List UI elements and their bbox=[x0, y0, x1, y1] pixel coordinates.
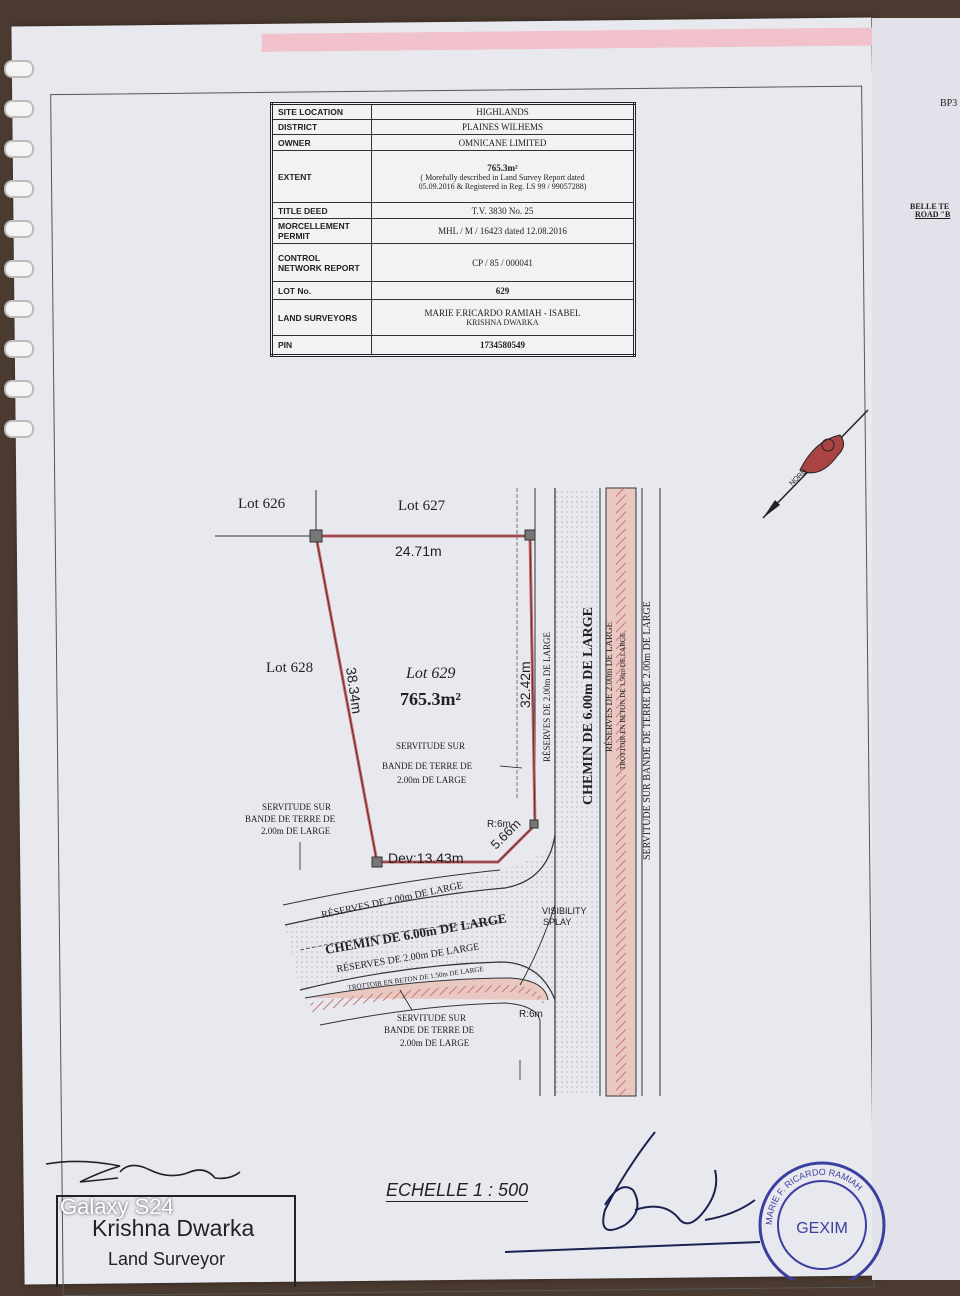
surveyor-name: Krishna Dwarka bbox=[92, 1215, 255, 1241]
dim-top: 24.71m bbox=[395, 543, 442, 559]
row-value-line: 05.09.2016 & Registered in Reg. LS 99 / … bbox=[418, 181, 587, 191]
stamp-text: GEXIM bbox=[796, 1220, 848, 1237]
row-value-line: CP / 85 / 000041 bbox=[472, 257, 533, 268]
boundary-stone bbox=[371, 856, 383, 868]
reserve-right-label: RÉSERVES DE 2.00m DE LARGE bbox=[542, 631, 552, 762]
table-row: PIN 1734580549 bbox=[271, 335, 635, 356]
corner-radius-2: R:6m bbox=[519, 1009, 543, 1020]
dim-left: 38.34m bbox=[343, 666, 365, 714]
servitude-1-line2: BANDE DE TERRE DE bbox=[382, 761, 473, 771]
visibility-line1: VISIBILITY bbox=[542, 906, 587, 916]
servitude-1-line1: SERVITUDE SUR bbox=[396, 741, 465, 751]
corner-radius: R:6m bbox=[487, 819, 511, 830]
surveyor-block: Krishna Dwarka Land Surveyor bbox=[56, 1195, 296, 1287]
north-label: NORD bbox=[789, 468, 809, 487]
row-value-line: MARIE F.RICARDO RAMIAH - ISABEL bbox=[424, 308, 581, 318]
servitude-2-line3: 2.00m DE LARGE bbox=[261, 826, 331, 836]
row-value-line: 1734580549 bbox=[480, 340, 525, 350]
lot-628-label: Lot 628 bbox=[266, 660, 313, 676]
scale-label: ECHELLE 1 : 500 bbox=[386, 1180, 529, 1202]
table-row: LAND SURVEYORS MARIE F.RICARDO RAMIAH - I… bbox=[271, 299, 635, 336]
row-label: CONTROL NETWORK REPORT bbox=[271, 243, 372, 282]
lot-629-label: Lot 629 bbox=[405, 665, 455, 682]
adjacent-page bbox=[872, 18, 960, 1280]
boundary-stone bbox=[309, 529, 323, 543]
servitude-vertical-label: SERVITUDE SUR BANDE DE TERRE DE 2.00m DE… bbox=[642, 601, 653, 860]
servitude-2-line1: SERVITUDE SUR bbox=[262, 802, 331, 812]
camera-watermark: Galaxy S24 bbox=[60, 1194, 174, 1219]
row-value-line: KRISHNA DWARKA bbox=[466, 318, 539, 327]
binder-rings bbox=[4, 60, 34, 1160]
dim-right: 32.42m bbox=[517, 661, 533, 708]
row-value-line: 765.3m² bbox=[487, 162, 518, 173]
chemin-vertical-label: CHEMIN DE 6.00m DE LARGE bbox=[581, 607, 596, 805]
road-vertical bbox=[555, 490, 600, 1095]
servitude-3-line2: BANDE DE TERRE DE bbox=[384, 1025, 475, 1035]
row-value-line: HIGHLANDS bbox=[476, 107, 529, 117]
road-label-2: ROAD "B bbox=[915, 210, 951, 219]
row-value-line: PLAINES WILHEMS bbox=[461, 122, 544, 132]
row-value: 1734580549 bbox=[371, 335, 635, 356]
gexim-stamp: MARIE F. RICARDO RAMIAH GEXIM bbox=[758, 1161, 886, 1280]
row-value-line: 629 bbox=[495, 285, 510, 296]
row-value: 765.3m²( Morefully described in Land Sur… bbox=[371, 150, 635, 203]
reserve-road-vertical-label: RÉSERVES DE 2.00m DE LARGE bbox=[604, 621, 614, 752]
second-signature bbox=[505, 1131, 761, 1253]
boundary-stone bbox=[524, 529, 536, 541]
surveyor-title: Land Surveyor bbox=[108, 1249, 226, 1269]
row-value: MHL / M / 16423 dated 12.08.2016 bbox=[371, 218, 635, 244]
row-label: MORCELLEMENT PERMIT bbox=[271, 218, 372, 244]
servitude-3-line1: SERVITUDE SUR bbox=[397, 1013, 466, 1023]
servitude-1-line3: 2.00m DE LARGE bbox=[397, 775, 467, 785]
table-row: CONTROL NETWORK REPORT CP / 85 / 000041 bbox=[271, 243, 635, 282]
row-value-line: MHL / M / 16423 dated 12.08.2016 bbox=[438, 226, 567, 236]
row-value-line: T.V. 3830 No. 25 bbox=[471, 205, 534, 216]
sheet-code: BP3 bbox=[940, 98, 958, 109]
lot-area: 765.3m² bbox=[400, 689, 461, 709]
row-value-line: ( Morefully described in Land Survey Rep… bbox=[420, 172, 585, 182]
trottoir-vertical-label: TROTTOIR EN BETON DE 1.50m DE LARGE bbox=[619, 633, 627, 770]
table-row: LOT No.629 bbox=[271, 281, 635, 300]
lot-626-label: Lot 626 bbox=[238, 496, 286, 512]
north-arrow-icon bbox=[762, 409, 869, 519]
servitude-3-line3: 2.00m DE LARGE bbox=[400, 1038, 470, 1048]
row-value-line: OMNICANE LIMITED bbox=[458, 137, 547, 148]
surveyor-signature bbox=[45, 1160, 241, 1183]
dim-deviation: Dev:13.43m bbox=[388, 850, 463, 866]
row-label: LAND SURVEYORS bbox=[271, 299, 372, 336]
lot-627-label: Lot 627 bbox=[398, 498, 446, 514]
servitude-2-line2: BANDE DE TERRE DE bbox=[245, 814, 336, 824]
road-label-1: BELLE TE bbox=[910, 202, 950, 211]
table-row: MORCELLEMENT PERMIT MHL / M / 16423 dated… bbox=[271, 218, 635, 244]
visibility-line2: SPLAY bbox=[543, 917, 571, 927]
road-horizontal bbox=[285, 835, 555, 1000]
row-label: PIN bbox=[271, 335, 372, 356]
boundary-stone bbox=[529, 819, 539, 829]
